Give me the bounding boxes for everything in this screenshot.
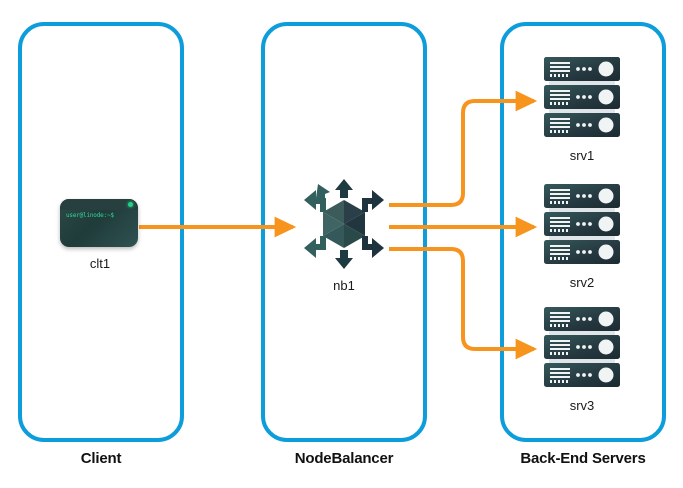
node-label-srv3: srv3 [569, 398, 595, 413]
zone-label-nodebalancer: NodeBalancer [294, 450, 394, 467]
terminal-prompt-text: user@linode:~$ [66, 212, 114, 219]
nodebalancer-icon [296, 176, 392, 272]
zone-nodebalancer [261, 22, 427, 442]
node-label-srv1: srv1 [569, 148, 595, 163]
zone-label-client: Client [80, 450, 122, 467]
zone-backend [500, 22, 666, 442]
terminal-titlebar [60, 199, 138, 210]
server-rack-icon-srv3 [541, 305, 623, 391]
node-label-nb1: nb1 [333, 278, 355, 293]
zone-client [18, 22, 184, 442]
terminal-icon: user@linode:~$ [60, 199, 138, 247]
server-rack-icon-srv2 [541, 182, 623, 268]
node-label-srv2: srv2 [569, 275, 595, 290]
node-label-clt1: clt1 [89, 256, 111, 271]
zone-label-backend: Back-End Servers [520, 450, 646, 467]
server-rack-icon-srv1 [541, 55, 623, 141]
status-dot-icon [128, 202, 133, 207]
